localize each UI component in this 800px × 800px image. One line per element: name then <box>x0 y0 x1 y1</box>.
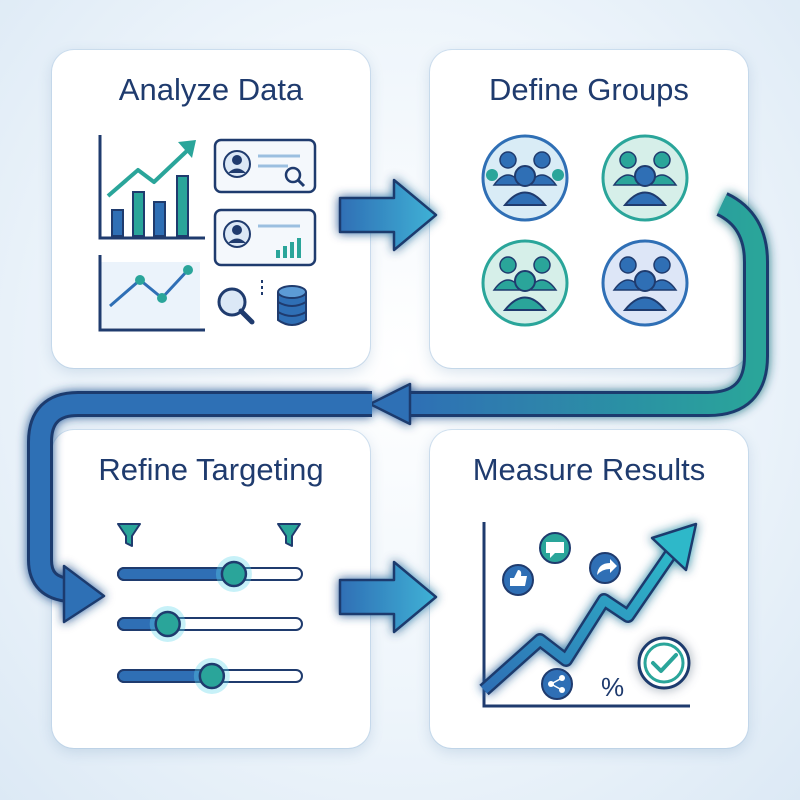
check-badge-icon <box>637 636 691 690</box>
share-arrow-icon <box>589 552 621 584</box>
user-group-icon <box>601 134 689 222</box>
arrow-analyze-to-define <box>338 178 438 252</box>
percent-symbol: % <box>601 672 624 702</box>
profile-stats-icon <box>213 208 317 267</box>
profile-search-icon <box>213 138 317 194</box>
user-group-icon <box>601 239 689 327</box>
share-icon <box>541 668 573 700</box>
filter-icon <box>117 523 141 547</box>
slider-icon <box>117 658 303 694</box>
user-group-icon <box>481 134 569 222</box>
slider-icon <box>117 606 303 642</box>
comment-icon <box>539 532 571 564</box>
step-card-define-groups <box>430 50 748 368</box>
database-icon <box>277 285 307 326</box>
chart-axes-icon <box>482 522 690 708</box>
bar-chart-icon <box>98 135 205 240</box>
step-title-refine: Refine Targeting <box>98 452 324 487</box>
magnifier-icon <box>217 280 263 325</box>
growth-arrow-icon <box>479 522 698 696</box>
arrow-refine-to-measure <box>338 560 438 634</box>
step-title-define: Define Groups <box>489 72 689 107</box>
line-chart-icon <box>98 255 205 332</box>
step-title-measure: Measure Results <box>472 452 706 487</box>
arrow-define-to-refine <box>27 192 769 624</box>
like-icon <box>502 564 534 596</box>
step-title-analyze: Analyze Data <box>118 72 304 107</box>
step-card-refine-targeting <box>52 430 370 748</box>
slider-icon <box>117 556 303 592</box>
filter-icon <box>277 523 301 547</box>
user-group-icon <box>481 239 569 327</box>
